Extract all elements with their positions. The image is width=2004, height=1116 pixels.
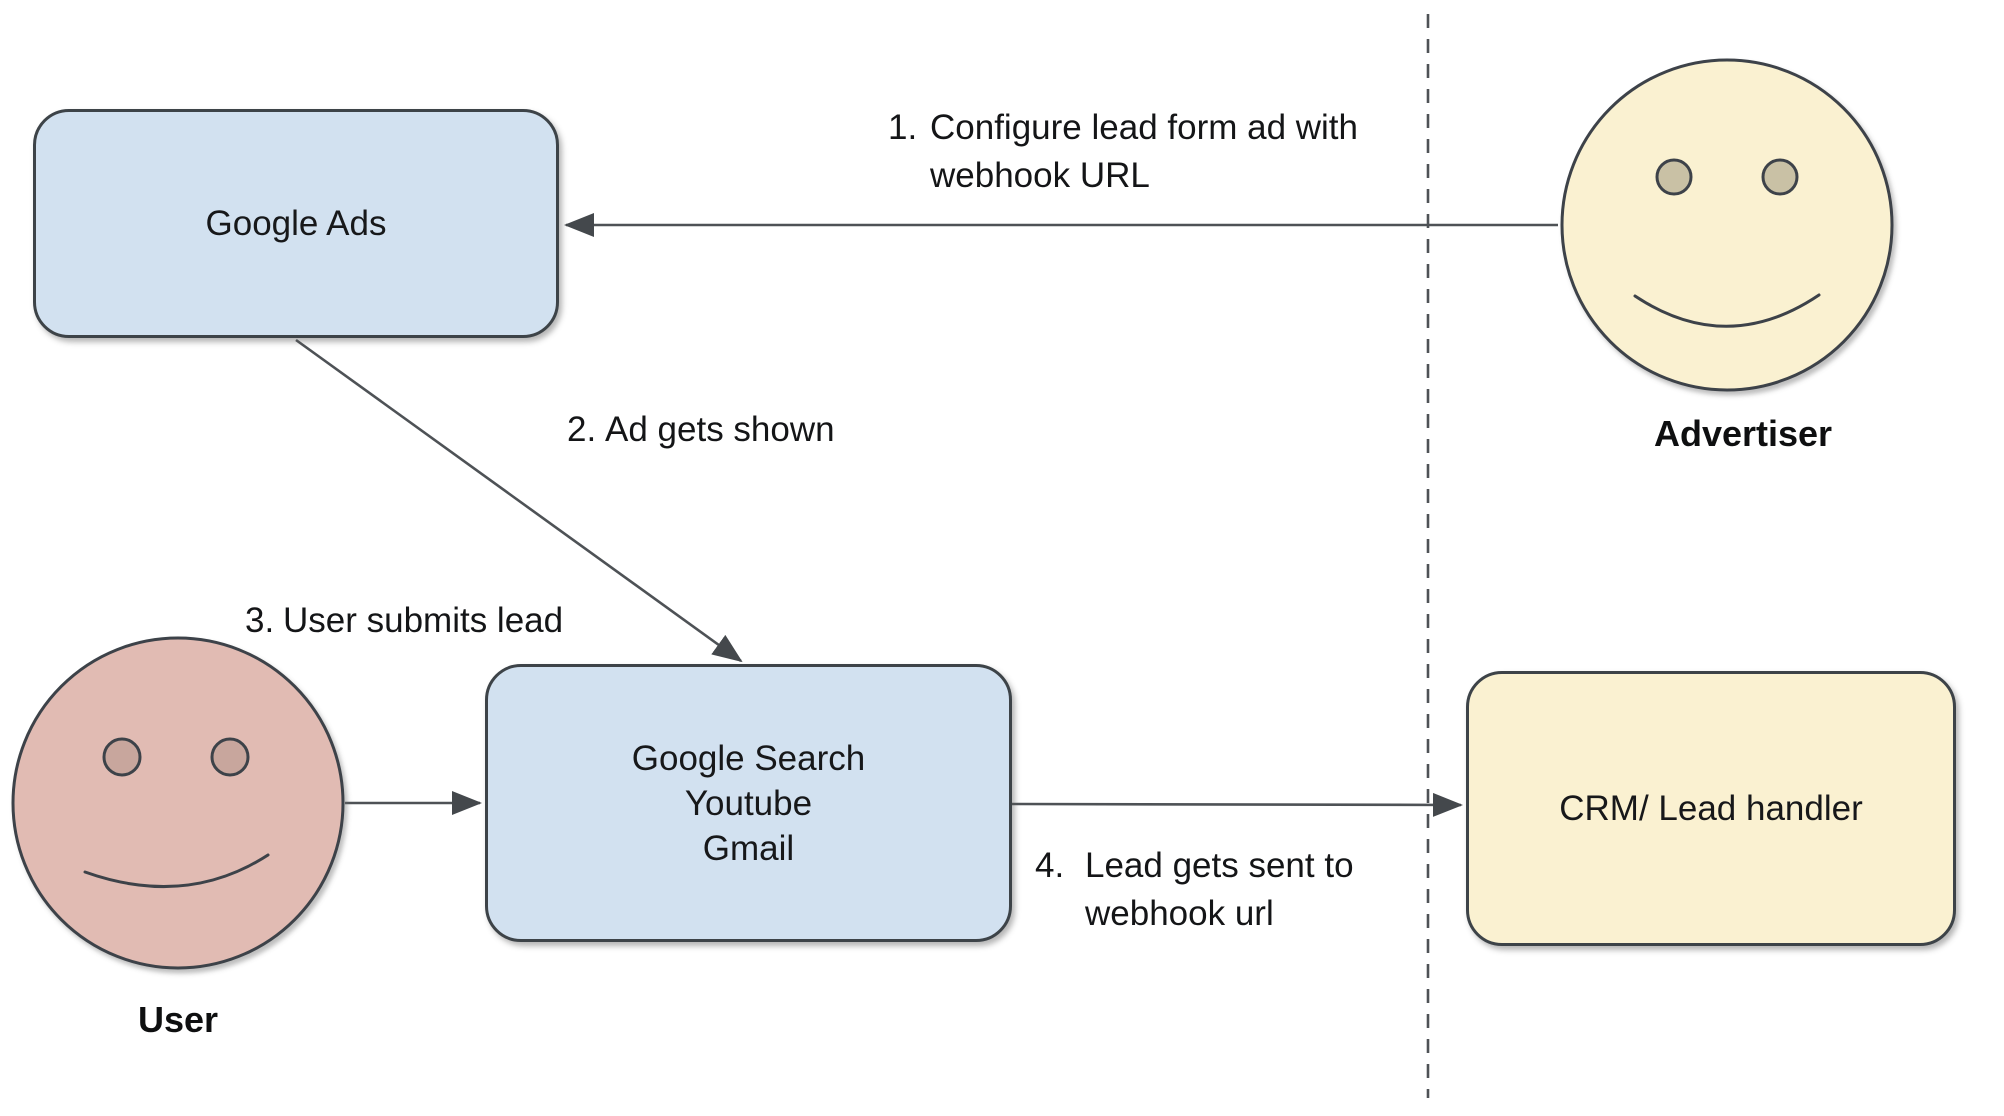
step-2-text: Ad gets shown (605, 410, 835, 449)
step-2-label: 2. Ad gets shown (567, 406, 835, 454)
node-google-ads: Google Ads (33, 109, 559, 338)
step-1-number: 1. (888, 108, 918, 147)
step-4-number: 4. (1035, 846, 1065, 885)
user-face (11, 636, 345, 970)
step-3-number: 3. (245, 601, 275, 640)
advertiser-left-eye (1655, 158, 1693, 196)
node-crm-lead-handler: CRM/ Lead handler (1466, 671, 1956, 946)
advertiser-right-eye (1761, 158, 1799, 196)
advertiser-face-circle (1560, 58, 1894, 392)
user-face-circle (11, 636, 345, 970)
step-2-number: 2. (567, 410, 597, 449)
step-4-label: 4. Lead gets sent to webhook url (1035, 842, 1354, 938)
user-smile (83, 853, 270, 889)
advertiser-face (1560, 58, 1894, 392)
step-4-text: Lead gets sent to webhook url (1085, 846, 1354, 933)
step-3-label: 3. User submits lead (245, 597, 563, 645)
step-1-text: Configure lead form ad with webhook URL (930, 108, 1358, 195)
advertiser-label: Advertiser (1653, 413, 1833, 454)
step-1-label: 1. Configure lead form ad with webhook U… (888, 104, 1358, 200)
advertiser-smile (1633, 293, 1821, 328)
user-right-eye (210, 737, 250, 777)
node-google-surfaces: Google Search Youtube Gmail (485, 664, 1012, 942)
arrow-surfaces-to-crm (1011, 792, 1463, 817)
user-left-eye (102, 737, 142, 777)
step-3-text: User submits lead (283, 601, 564, 640)
arrow-google-ads-to-surfaces (295, 338, 743, 663)
user-label: User (137, 999, 219, 1040)
